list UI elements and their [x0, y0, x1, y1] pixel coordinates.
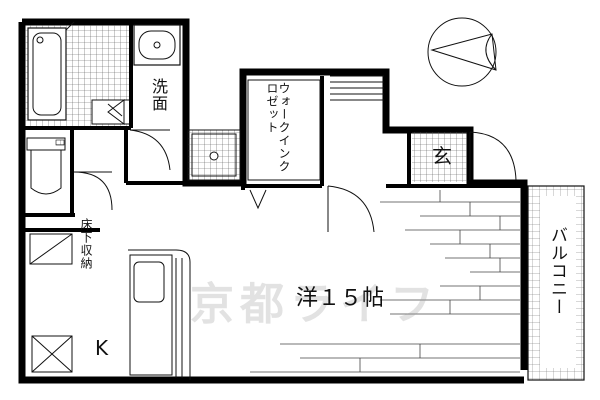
- washing-machine-pan: [187, 129, 241, 181]
- kitchen-counter: [31, 249, 191, 380]
- flooring-pattern: [250, 190, 520, 373]
- room-label-walk-in-closet: ウォークインクロゼット: [265, 82, 291, 173]
- room-label-entrance: 玄: [432, 144, 452, 168]
- closet-rail: [247, 79, 321, 181]
- room-label-underfloor-storage: 床下収納: [79, 218, 93, 270]
- room-label-kitchen: K: [95, 336, 109, 360]
- interior-walls: [22, 22, 524, 232]
- toilet-icon: [26, 137, 66, 195]
- balcony: [527, 185, 585, 381]
- watermark: 京都ライフ: [190, 279, 440, 330]
- exterior-walls: [18, 18, 528, 384]
- underfloor-storage: [29, 233, 73, 265]
- north-arrow-icon: [427, 17, 497, 87]
- bathroom: [25, 21, 131, 127]
- room-label-washroom: 洗面: [149, 78, 168, 112]
- entrance: [330, 75, 467, 182]
- room-label-balcony: バルコニー: [547, 226, 567, 316]
- door-swings: [73, 103, 517, 233]
- room-label-western-room: 洋１５帖: [296, 286, 385, 311]
- washbasin-icon: [133, 24, 181, 66]
